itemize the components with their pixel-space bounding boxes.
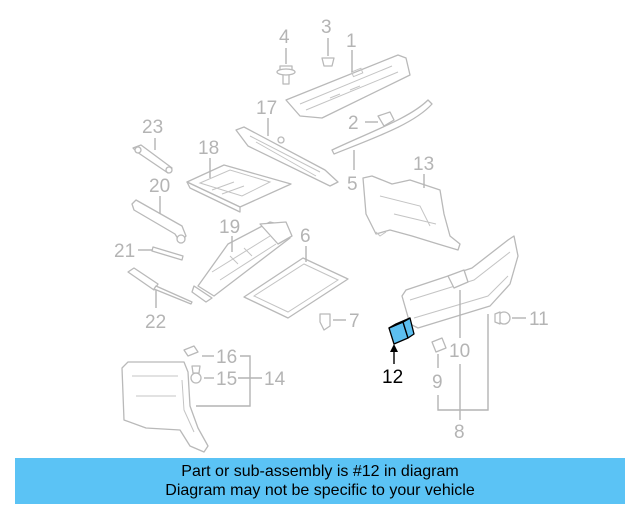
callout-19: 19 xyxy=(219,217,240,252)
part-20-jack-handle[interactable] xyxy=(131,199,187,244)
svg-text:18: 18 xyxy=(198,138,219,159)
callout-17: 17 xyxy=(256,98,277,136)
svg-text:22: 22 xyxy=(145,312,166,333)
callout-10: 10 xyxy=(449,290,470,362)
callout-13: 13 xyxy=(413,154,434,188)
svg-text:9: 9 xyxy=(432,372,443,393)
svg-text:23: 23 xyxy=(142,117,163,138)
svg-text:15: 15 xyxy=(216,369,237,390)
part-15-fastener[interactable] xyxy=(190,365,202,384)
callout-14: 14 xyxy=(196,355,286,407)
banner-line-2: Diagram may not be specific to your vehi… xyxy=(165,482,475,499)
info-banner: Part or sub-assembly is #12 in diagram D… xyxy=(15,458,625,504)
banner-line-1: Part or sub-assembly is #12 in diagram xyxy=(181,463,459,480)
part-16-clip[interactable] xyxy=(183,345,199,357)
callout-20: 20 xyxy=(149,176,170,214)
part-6-trunk-mat[interactable] xyxy=(243,257,349,319)
part-1-parcel-shelf[interactable] xyxy=(285,54,411,119)
svg-text:17: 17 xyxy=(256,98,277,119)
callout-1: 1 xyxy=(346,31,357,72)
svg-text:16: 16 xyxy=(216,347,237,368)
svg-text:2: 2 xyxy=(348,113,359,134)
callout-7: 7 xyxy=(333,311,360,332)
part-18-tool-tray[interactable] xyxy=(186,164,292,213)
callout-8: 8 xyxy=(437,314,489,443)
part-12-highlighted[interactable] xyxy=(388,317,415,345)
svg-text:1: 1 xyxy=(346,31,357,52)
part-22-screwdriver[interactable] xyxy=(127,267,193,305)
callout-18: 18 xyxy=(198,138,219,178)
part-13-side-trim[interactable] xyxy=(362,175,461,251)
svg-text:5: 5 xyxy=(347,174,358,195)
part-23-wrench[interactable] xyxy=(132,144,173,174)
part-19-jack[interactable] xyxy=(191,221,293,303)
part-10-striker-cover[interactable] xyxy=(447,269,469,289)
callout-23: 23 xyxy=(142,117,163,150)
callout-15: 15 xyxy=(204,369,237,390)
svg-text:11: 11 xyxy=(529,309,549,330)
callout-22: 22 xyxy=(145,290,166,333)
part-7-retainer[interactable] xyxy=(319,313,331,331)
callout-12: 12 xyxy=(382,344,403,388)
svg-text:3: 3 xyxy=(321,17,332,38)
svg-text:14: 14 xyxy=(264,369,286,390)
callout-11: 11 xyxy=(512,309,549,330)
svg-text:13: 13 xyxy=(413,154,434,175)
part-17-trim-panel[interactable] xyxy=(235,126,339,187)
svg-text:21: 21 xyxy=(114,241,135,262)
part-14-lower-side-trim[interactable] xyxy=(121,361,209,453)
parts-diagram: 1 3 4 2 5 17 xyxy=(114,17,549,453)
callout-2: 2 xyxy=(348,113,378,134)
part-9-cover[interactable] xyxy=(431,337,447,353)
svg-text:19: 19 xyxy=(219,217,240,238)
svg-text:10: 10 xyxy=(449,341,470,362)
part-3-clip[interactable] xyxy=(321,57,335,67)
svg-text:7: 7 xyxy=(349,311,360,332)
callout-6: 6 xyxy=(300,226,311,262)
callout-16: 16 xyxy=(202,347,237,368)
part-11-bumper-stop[interactable] xyxy=(494,311,511,325)
part-2-bracket[interactable] xyxy=(377,111,395,127)
callout-5: 5 xyxy=(347,150,358,195)
callout-21: 21 xyxy=(114,241,152,262)
svg-text:4: 4 xyxy=(279,27,290,48)
callout-4: 4 xyxy=(279,27,290,64)
callout-3: 3 xyxy=(321,17,332,56)
callout-9: 9 xyxy=(432,354,443,393)
svg-text:6: 6 xyxy=(300,226,311,247)
part-4-push-pin[interactable] xyxy=(276,65,296,85)
part-5-weatherstrip[interactable] xyxy=(331,99,433,155)
part-21-pin[interactable] xyxy=(151,246,184,261)
svg-text:12: 12 xyxy=(382,367,403,388)
svg-text:8: 8 xyxy=(454,422,465,443)
svg-text:20: 20 xyxy=(149,176,170,197)
